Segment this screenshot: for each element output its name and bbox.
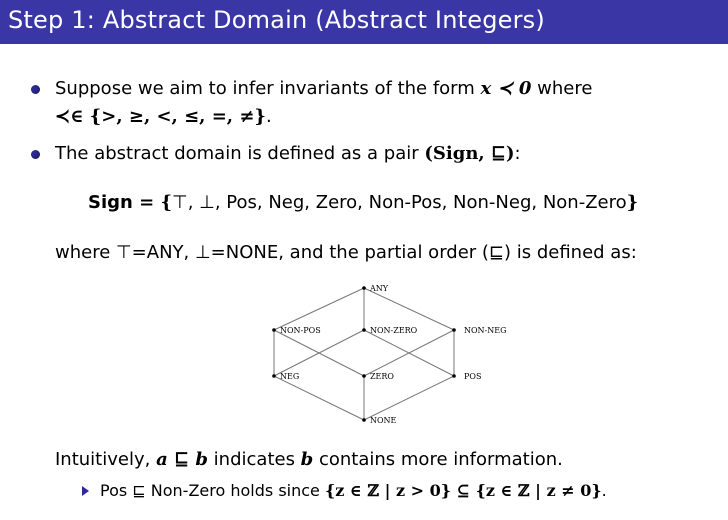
lattice-label-any: ANY	[369, 284, 389, 293]
lattice-label-none: NONE	[370, 416, 397, 425]
sub-bullet-text-post: .	[601, 481, 607, 500]
lattice-label-nonpos: NON-POS	[280, 326, 321, 335]
lattice-node-zero	[362, 374, 366, 378]
intuition-text-post: contains more information.	[313, 449, 563, 470]
sub-bullet-line: Pos ⊑ Non-Zero holds since {z ∈ ℤ | z > …	[100, 480, 607, 502]
sign-definition-lhs: Sign	[88, 192, 133, 213]
bullet-1-text-pre: Suppose we aim to infer invariants of th…	[55, 78, 481, 99]
lattice-node-nonneg	[452, 328, 456, 332]
lattice-label-nonneg: NON-NEG	[464, 326, 507, 335]
bullet-1-line-1: Suppose we aim to infer invariants of th…	[55, 78, 592, 100]
intuition-math-1: a ⊑ b	[156, 449, 208, 470]
bullet-2-text-pre: The abstract domain is defined as a pair	[55, 143, 425, 164]
lattice-edge-any-nonneg	[363, 287, 455, 331]
slide-title: Step 1: Abstract Domain (Abstract Intege…	[8, 6, 545, 34]
lattice-edge-nonzero-neg	[273, 329, 365, 377]
sign-definition: Sign = {⊤, ⊥, Pos, Neg, Zero, Non-Pos, N…	[88, 192, 638, 214]
lattice-node-nonzero	[362, 328, 366, 332]
bullet-2-math: (Sign, ⊑)	[424, 143, 515, 164]
bullet-icon	[31, 150, 40, 159]
intuition-math-2: b	[300, 449, 314, 470]
lattice-node-pos	[452, 374, 456, 378]
intuition-line: Intuitively, a ⊑ b indicates b contains …	[55, 449, 563, 471]
lattice-node-any	[362, 286, 366, 290]
lattice-label-nonzero: NON-ZERO	[370, 326, 418, 335]
sub-bullet-triangle-icon	[82, 486, 89, 496]
bullet-1-line-2-post: .	[265, 106, 272, 127]
where-line: where ⊤=ANY, ⊥=NONE, and the partial ord…	[55, 242, 637, 263]
bullet-1-relations-math: ≺∈ {>, ≥, <, ≤, =, ≠}	[55, 106, 266, 127]
lattice-node-neg	[272, 374, 276, 378]
sign-definition-eq: = {	[132, 192, 173, 213]
lattice-label-neg: NEG	[280, 372, 299, 381]
sign-definition-close: }	[626, 192, 639, 213]
lattice-node-none	[362, 418, 366, 422]
bullet-1-line-2: ≺∈ {>, ≥, <, ≤, =, ≠}.	[55, 106, 272, 128]
lattice-edge-nonneg-zero	[363, 329, 455, 377]
sign-definition-items: ⊤, ⊥, Pos, Neg, Zero, Non-Pos, Non-Neg, …	[172, 192, 627, 213]
lattice-edge-any-nonpos	[273, 287, 365, 331]
lattice-edge-neg-none	[273, 375, 365, 421]
lattice-label-pos: POS	[464, 372, 481, 381]
slide-title-bar: Step 1: Abstract Domain (Abstract Intege…	[0, 0, 728, 44]
bullet-icon	[31, 85, 40, 94]
sub-bullet-text-pre: Pos ⊑ Non-Zero holds since	[100, 481, 325, 500]
bullet-2-line: The abstract domain is defined as a pair…	[55, 143, 521, 165]
lattice-label-zero: ZERO	[370, 372, 394, 381]
bullet-2-text-post: :	[514, 143, 521, 164]
bullet-1-text-post: where	[531, 78, 593, 99]
sign-lattice-diagram: ANY NON-POS NON-ZERO NON-NEG NEG ZERO POS NONE	[272, 284, 507, 425]
bullet-1-math: x ≺ 0	[480, 78, 532, 99]
intuition-text-mid: indicates	[207, 449, 301, 470]
intuition-text-pre: Intuitively,	[55, 449, 157, 470]
lattice-node-nonpos	[272, 328, 276, 332]
sub-bullet-math: {z ∈ ℤ | z > 0} ⊆ {z ∈ ℤ | z ≠ 0}	[324, 481, 602, 500]
lattice-edge-pos-none	[363, 375, 455, 421]
